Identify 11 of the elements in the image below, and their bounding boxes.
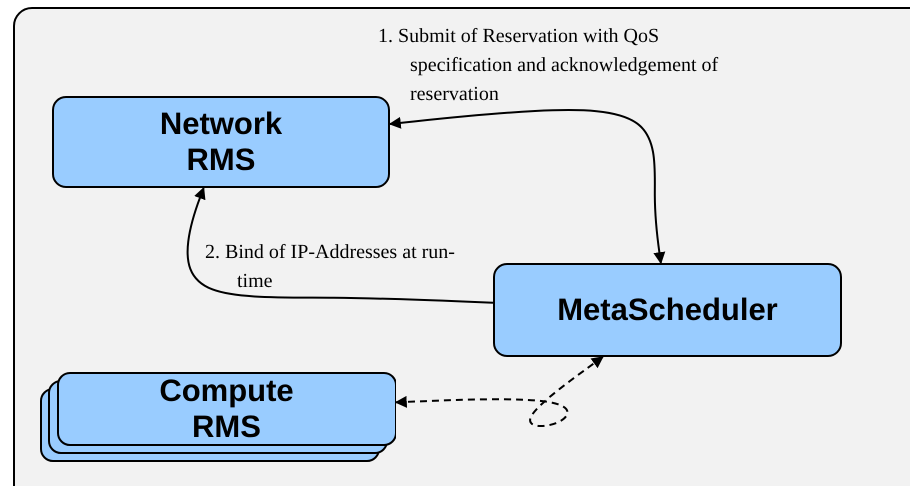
process-box (493, 263, 842, 357)
box-label: MetaScheduler (557, 292, 778, 328)
arrow (388, 109, 666, 264)
arrow (394, 356, 604, 428)
edge-label: 1. Submit of Reservation with QoS specification and acknowledgement of reservation (378, 24, 720, 107)
stacked-box (40, 372, 396, 462)
process-box (52, 96, 390, 188)
arrow (186, 186, 494, 304)
box-label: Network RMS (158, 106, 284, 178)
box-label: Compute RMS (158, 373, 295, 445)
edge-label: 2. Bind of IP-Addresses at run-time (205, 240, 456, 294)
